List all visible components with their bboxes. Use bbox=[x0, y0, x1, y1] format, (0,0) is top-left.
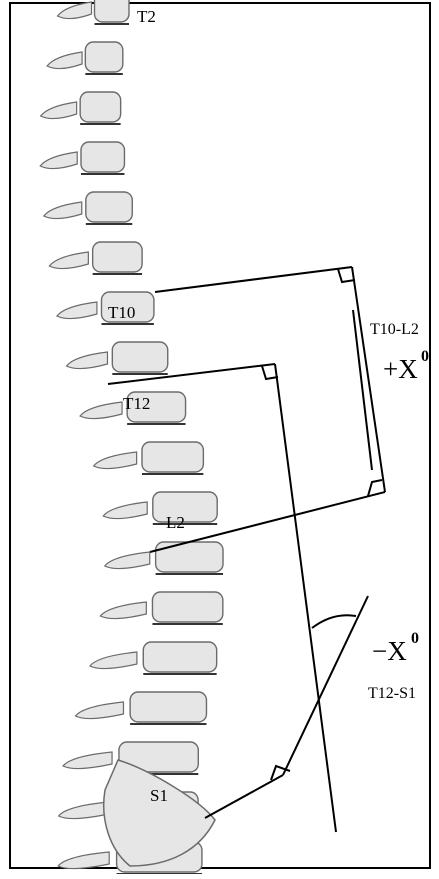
lower-angle-segment: T12-S1 bbox=[368, 685, 416, 702]
vertebra-process bbox=[105, 552, 150, 569]
vertebral-body bbox=[156, 542, 223, 572]
vertebra-process bbox=[100, 602, 146, 619]
vertebral-body bbox=[80, 92, 120, 122]
upper-angle-degree: 0 bbox=[421, 348, 429, 365]
vertebral-body bbox=[153, 492, 217, 522]
vertebra-process bbox=[58, 2, 92, 19]
s1-endplate-line bbox=[205, 775, 283, 818]
vertebra-process bbox=[57, 302, 97, 319]
vertebra-process bbox=[40, 152, 77, 169]
t10-perpendicular-line bbox=[352, 267, 385, 492]
vertebra-process bbox=[47, 52, 82, 69]
label-l2: L2 bbox=[166, 513, 185, 532]
vertebral-body bbox=[81, 142, 124, 172]
vertebra-process bbox=[80, 402, 122, 419]
upper-angle-segment: T10-L2 bbox=[370, 321, 419, 338]
lower-angle-degree: 0 bbox=[411, 630, 419, 647]
vertebra-process bbox=[59, 802, 109, 819]
t12-perpendicular-line bbox=[275, 364, 336, 832]
label-s1: S1 bbox=[150, 786, 168, 805]
vertebral-body bbox=[130, 692, 206, 722]
vertebra-process bbox=[44, 202, 82, 219]
label-t12: T12 bbox=[123, 394, 150, 413]
vertebral-body bbox=[112, 342, 167, 372]
vertebra-process bbox=[90, 652, 137, 669]
vertebral-body bbox=[143, 642, 216, 672]
vertebral-body bbox=[85, 42, 122, 72]
vertebral-body bbox=[142, 442, 203, 472]
vertebral-body bbox=[86, 192, 132, 222]
label-t2: T2 bbox=[137, 7, 156, 26]
spine-illustration bbox=[40, 0, 223, 874]
vertebra-process bbox=[75, 702, 123, 719]
lower-angle-value: −X bbox=[372, 636, 407, 666]
vertebra-process bbox=[63, 752, 112, 769]
angle-arc-lower bbox=[312, 615, 356, 628]
t10-endplate-line bbox=[155, 267, 352, 292]
vertebral-body bbox=[152, 592, 222, 622]
vertebra-process bbox=[103, 502, 147, 519]
vertebra-process bbox=[58, 852, 109, 869]
vertebral-body bbox=[93, 242, 142, 272]
vertebra-process bbox=[66, 352, 107, 369]
label-t10: T10 bbox=[108, 303, 135, 322]
vertebra-process bbox=[94, 452, 137, 469]
vertebra-process bbox=[49, 252, 88, 269]
vertebra-process bbox=[41, 102, 77, 119]
upper-angle-value: +X bbox=[383, 354, 418, 384]
vertebral-body bbox=[95, 0, 130, 22]
